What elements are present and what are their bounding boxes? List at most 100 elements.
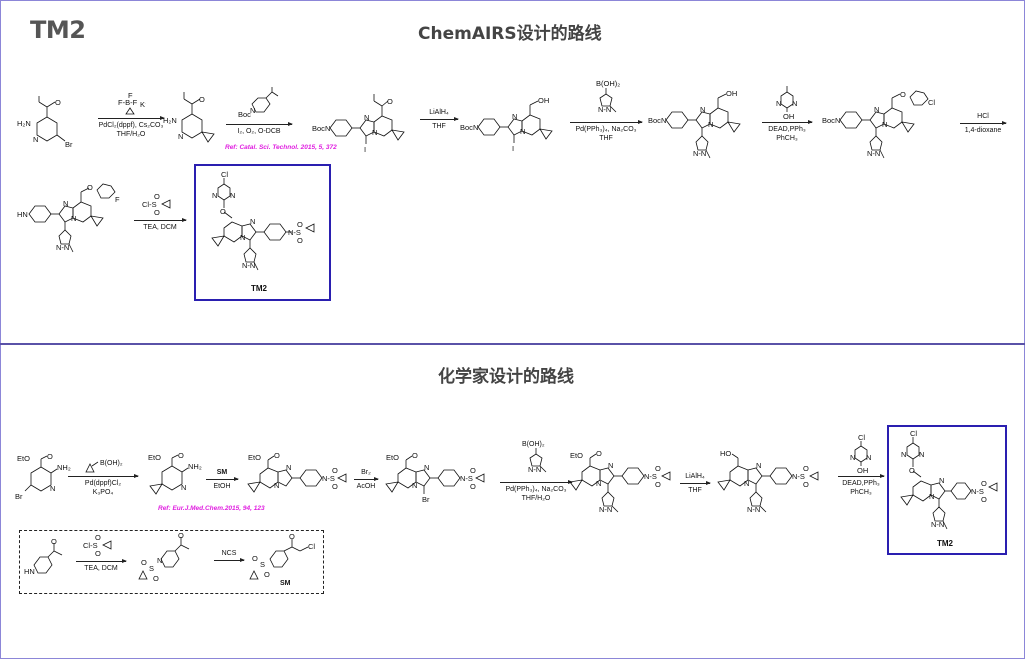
cyclopropyl-icon bbox=[85, 461, 99, 473]
step-chem-2: SM EtOH bbox=[206, 469, 239, 491]
svg-text:O: O bbox=[154, 208, 160, 217]
svg-text:I: I bbox=[364, 145, 366, 154]
svg-text:Boc: Boc bbox=[238, 110, 251, 119]
svg-text:N: N bbox=[178, 132, 183, 141]
svg-text:B(OH)₂: B(OH)₂ bbox=[596, 80, 620, 88]
svg-text:Br: Br bbox=[422, 495, 430, 504]
svg-text:O: O bbox=[803, 464, 809, 473]
svg-text:F: F bbox=[128, 92, 133, 100]
svg-text:N: N bbox=[939, 476, 944, 485]
svg-text:N: N bbox=[473, 123, 478, 132]
svg-text:N: N bbox=[50, 484, 55, 493]
conditions: DEAD,PPh₃ bbox=[768, 126, 806, 133]
svg-text:N: N bbox=[901, 450, 906, 459]
svg-text:N: N bbox=[63, 199, 68, 208]
svg-text:O: O bbox=[297, 220, 303, 229]
arrow bbox=[570, 120, 643, 124]
svg-text:N: N bbox=[608, 461, 613, 470]
arrow bbox=[762, 120, 813, 124]
svg-text:O: O bbox=[252, 554, 258, 563]
structure-pyrazolyl-imidazopyridine-alcohol: HO NN N-SOO N-N bbox=[717, 449, 819, 514]
conditions: Pd(PPh₃)₄, Na₂CO₃ bbox=[505, 486, 567, 493]
svg-text:O: O bbox=[154, 192, 160, 201]
step-chem-3: Br₂ AcOH bbox=[354, 469, 379, 491]
svg-text:K⁺: K⁺ bbox=[140, 100, 146, 109]
svg-text:N: N bbox=[230, 191, 235, 200]
svg-text:O: O bbox=[264, 570, 270, 579]
svg-text:OH: OH bbox=[726, 89, 737, 98]
svg-text:O: O bbox=[141, 558, 147, 567]
svg-text:N: N bbox=[866, 453, 871, 462]
conditions: TEA, DCM bbox=[84, 565, 118, 572]
svg-text:O: O bbox=[900, 90, 906, 99]
svg-text:N: N bbox=[71, 214, 76, 223]
step-chem-4: N-N B(OH)₂ Pd(PPh₃)₄, Na₂CO₃ THF/H₂O bbox=[500, 441, 573, 503]
svg-text:O: O bbox=[153, 574, 159, 583]
structure-piperidine-amine-fluoropyrimidine: HN NN OF N-N bbox=[17, 183, 120, 253]
svg-text:N: N bbox=[274, 481, 279, 490]
reagent: HCl bbox=[977, 113, 989, 120]
svg-text:N: N bbox=[181, 483, 186, 492]
svg-text:EtO: EtO bbox=[570, 451, 583, 460]
svg-text:HO: HO bbox=[720, 449, 731, 458]
cyclopropanesulfonyl-chloride-icon: Cl-S OO bbox=[83, 533, 112, 558]
svg-text:O: O bbox=[289, 532, 295, 541]
reference-ai: Ref: Catal. Sci. Technol. 2015, 5, 372 bbox=[225, 144, 337, 151]
svg-text:O: O bbox=[274, 451, 280, 460]
cyclopropylboronic-acid-reagent: B(OH)₂ bbox=[68, 460, 138, 474]
tm2-caption: TM2 bbox=[937, 539, 953, 548]
svg-text:O: O bbox=[803, 480, 809, 489]
svg-text:F: F bbox=[115, 195, 120, 204]
svg-text:Boc: Boc bbox=[460, 123, 473, 132]
svg-text:N-S: N-S bbox=[971, 487, 984, 496]
svg-text:N: N bbox=[756, 461, 761, 470]
step-chem-5: LiAlH₄ THF bbox=[680, 473, 711, 495]
methylpyrazole-boronic-acid-icon: N-N bbox=[528, 448, 547, 474]
svg-text:O: O bbox=[981, 479, 987, 488]
svg-text:Br: Br bbox=[65, 140, 73, 149]
svg-text:Boc: Boc bbox=[312, 124, 325, 133]
svg-text:HN: HN bbox=[17, 210, 28, 219]
svg-text:OH: OH bbox=[538, 96, 549, 105]
conditions: Pd(dppf)Cl₂ bbox=[84, 480, 122, 487]
svg-text:Boc: Boc bbox=[648, 116, 661, 125]
arrow bbox=[354, 477, 379, 481]
svg-text:N: N bbox=[792, 99, 797, 108]
svg-text:N: N bbox=[240, 233, 245, 242]
conditions: PdCl₂(dppf), Cs₂CO₃ bbox=[98, 122, 164, 129]
svg-text:N: N bbox=[882, 120, 887, 129]
svg-text:O: O bbox=[95, 533, 101, 542]
svg-text:O: O bbox=[87, 183, 93, 192]
svg-text:O: O bbox=[51, 537, 57, 546]
arrow bbox=[214, 558, 245, 562]
svg-text:N: N bbox=[708, 120, 713, 129]
svg-text:N-S: N-S bbox=[460, 474, 473, 483]
step-ai-3: LiAlH₄ THF bbox=[420, 109, 459, 131]
svg-text:Cl: Cl bbox=[910, 429, 917, 438]
svg-text:EtO: EtO bbox=[17, 454, 30, 463]
reagent-sm: SM bbox=[216, 469, 228, 476]
svg-text:O: O bbox=[655, 480, 661, 489]
arrow bbox=[98, 116, 165, 120]
svg-text:N-N: N-N bbox=[747, 505, 760, 514]
arrow bbox=[420, 117, 459, 121]
svg-text:Cl: Cl bbox=[858, 434, 865, 442]
